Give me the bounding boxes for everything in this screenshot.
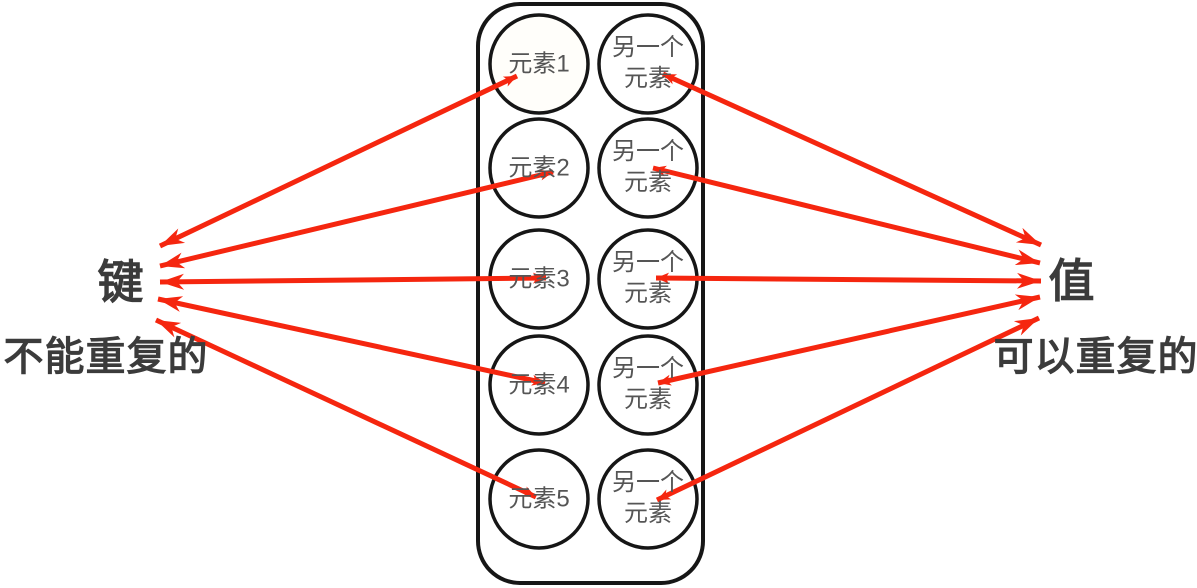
key-element-label-1: 元素1 [508, 50, 570, 78]
value-title: 值 [1048, 255, 1096, 307]
key-arrow-3 [159, 272, 547, 290]
value-arrow-5 [655, 315, 1041, 503]
key-title: 键 [97, 256, 145, 308]
key-arrow-5 [154, 317, 538, 500]
key-element-label-5: 元素5 [508, 485, 570, 513]
key-element-label-3: 元素3 [508, 265, 570, 293]
value-element-label-1: 另一个 元素 [612, 34, 684, 92]
key-subtitle: 不能重复的 [3, 335, 209, 379]
value-element-label-5: 另一个 元素 [612, 469, 684, 527]
key-arrow-2 [159, 169, 554, 269]
value-element-label-4: 另一个 元素 [612, 355, 684, 413]
value-subtitle: 可以重复的 [993, 335, 1197, 379]
key-arrow-1 [158, 73, 519, 249]
key-element-label-4: 元素4 [508, 371, 570, 399]
value-arrow-2 [652, 165, 1041, 266]
value-arrow-4 [657, 294, 1041, 386]
value-element-label-2: 另一个 元素 [612, 138, 684, 196]
value-arrow-3 [655, 272, 1042, 289]
value-element-label-3: 另一个 元素 [612, 249, 684, 307]
arrows [154, 71, 1043, 503]
key-element-label-2: 元素2 [508, 154, 570, 182]
